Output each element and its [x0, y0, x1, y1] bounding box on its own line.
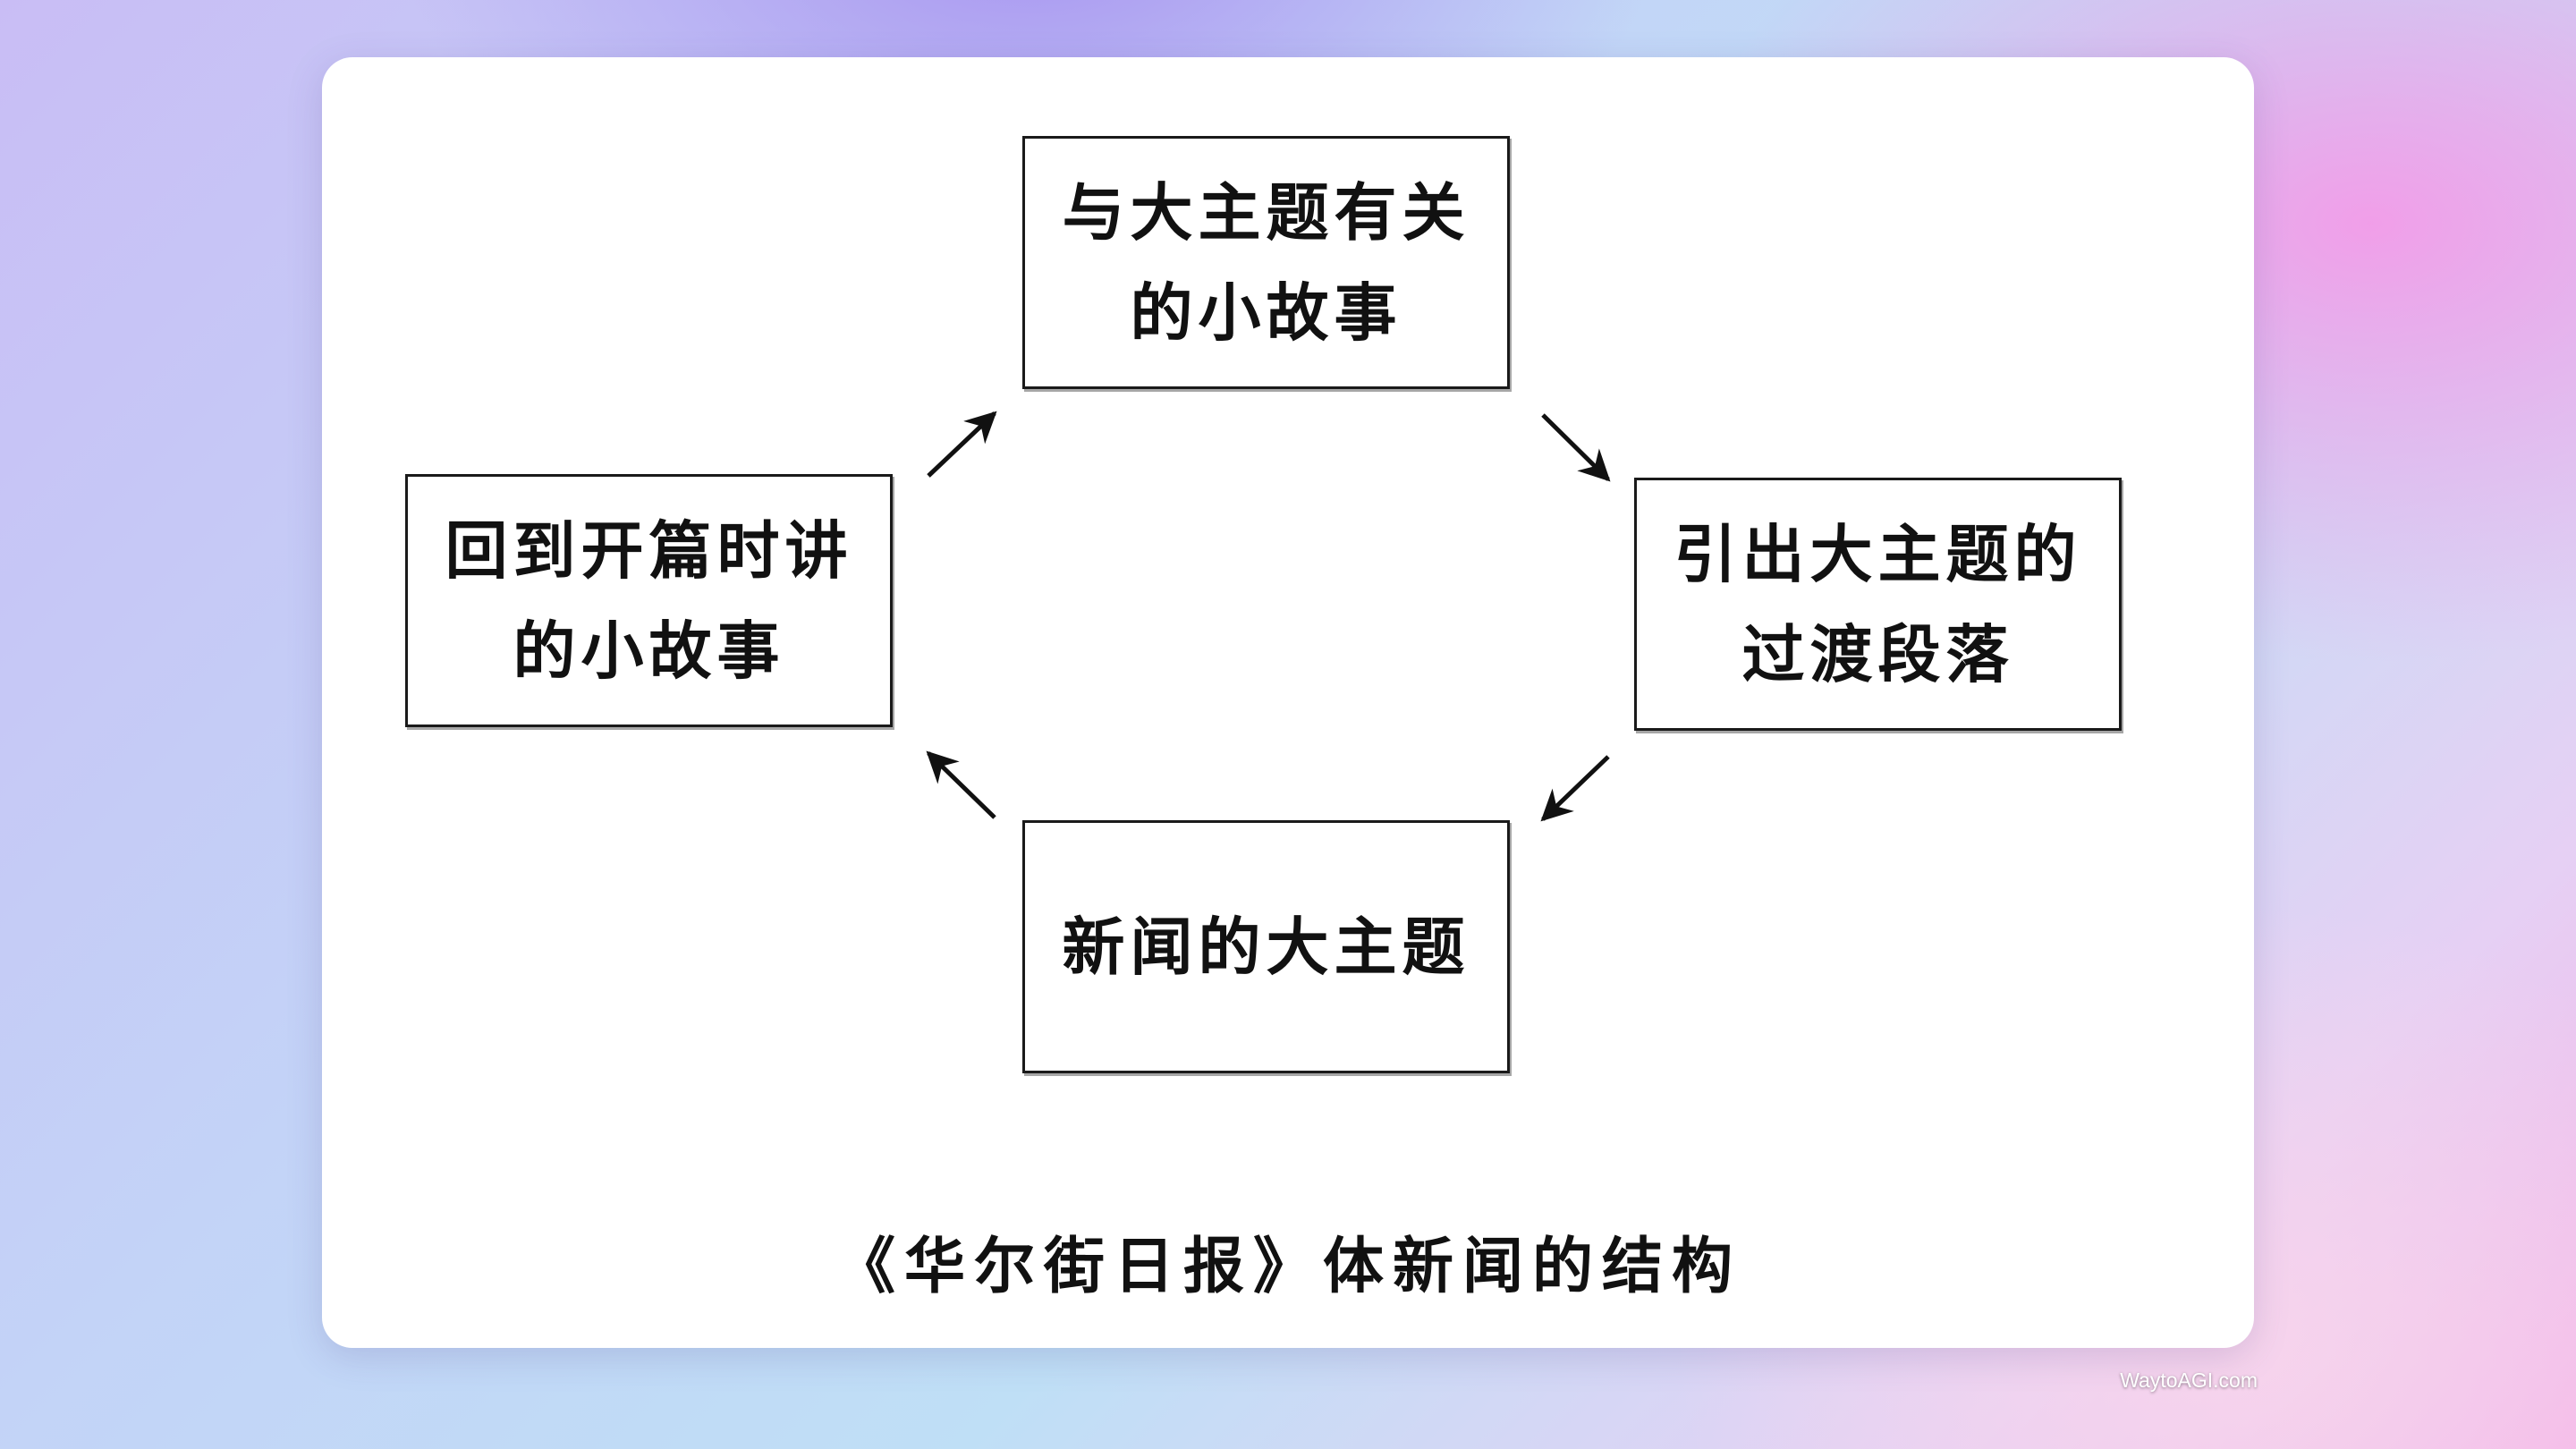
- node-return-story-label: 回到开篇时讲的小故事: [445, 513, 853, 688]
- node-small-story-label: 与大主题有关的小故事: [1062, 174, 1470, 350]
- node-transition-paragraph-label: 引出大主题的过渡段落: [1674, 516, 2082, 691]
- arrow-right-to-bottom: [1540, 755, 1610, 822]
- node-main-theme: 新闻的大主题: [1022, 820, 1510, 1073]
- node-return-story: 回到开篇时讲的小故事: [405, 474, 893, 727]
- diagram-caption: 《华尔街日报》体新闻的结构: [834, 1231, 1741, 1302]
- arrow-bottom-to-left: [926, 750, 996, 819]
- arrow-left-to-top: [927, 411, 997, 478]
- diagram-card: 与大主题有关的小故事 引出大主题的过渡段落 新闻的大主题 回到开篇时讲的小故事 …: [322, 57, 2254, 1348]
- arrow-top-to-right: [1541, 413, 1611, 482]
- watermark: WaytoAGI.com: [2120, 1368, 2258, 1392]
- node-transition-paragraph: 引出大主题的过渡段落: [1634, 478, 2122, 731]
- cycle-arrows: [926, 411, 1611, 822]
- node-small-story: 与大主题有关的小故事: [1022, 136, 1510, 389]
- node-main-theme-label: 新闻的大主题: [1062, 909, 1470, 984]
